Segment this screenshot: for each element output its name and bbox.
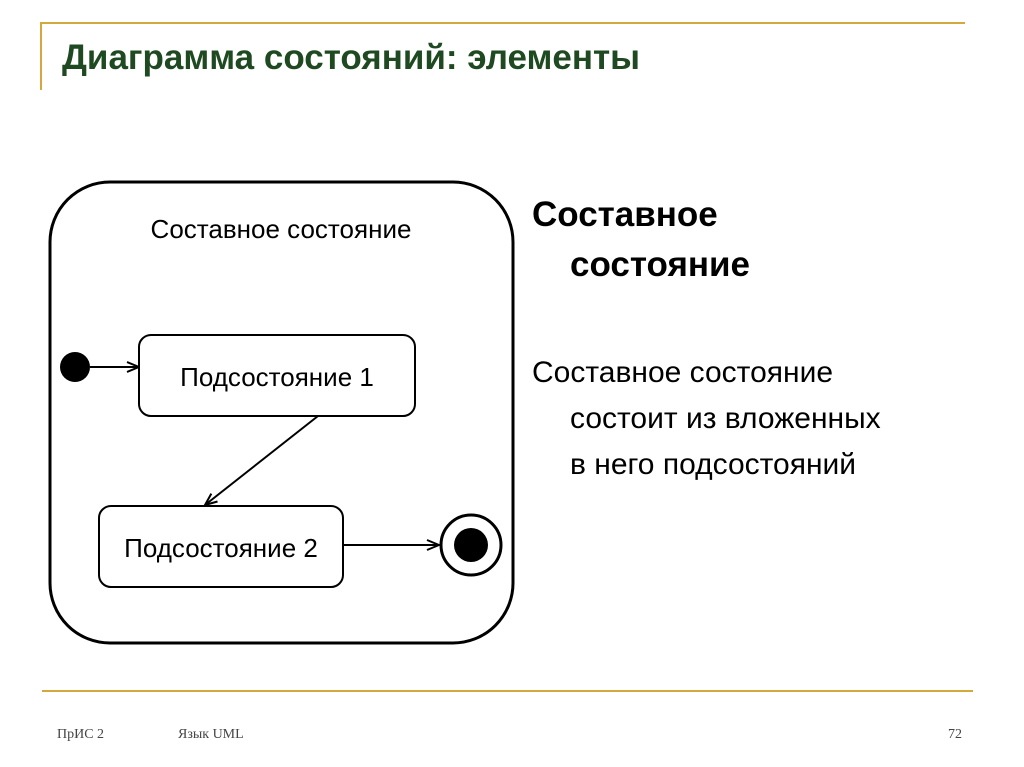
side-description-line-3: в него подсостояний: [570, 448, 857, 481]
side-description-line-1: Составное состояние: [532, 356, 834, 389]
left-border-line: [40, 22, 42, 90]
substate-2-label: Подсостояние 2: [124, 533, 318, 563]
composite-state-label: Составное состояние: [151, 214, 412, 244]
slide-title: Диаграмма состояний: элементы: [62, 38, 641, 77]
side-heading-line-1: Составное: [532, 195, 718, 234]
side-heading-line-2: состояние: [570, 245, 750, 284]
transition-substate1-to-substate2: [205, 415, 319, 505]
substate-1: [138, 334, 416, 417]
top-border-line: [40, 22, 965, 24]
final-state-inner: [454, 528, 488, 562]
page-number: 72: [948, 727, 962, 742]
initial-state: [60, 352, 90, 382]
footer-course: ПрИС 2: [57, 727, 105, 742]
side-heading: Составное состояние: [532, 190, 750, 290]
side-description: Составное состояние состоит из вложенных…: [532, 350, 881, 488]
side-description-line-2: состоит из вложенных: [570, 402, 881, 435]
substate-2: [98, 505, 344, 588]
footer-topic: Язык UML: [178, 727, 244, 742]
substate-1-label: Подсостояние 1: [180, 362, 374, 392]
footer-divider: [42, 690, 973, 692]
